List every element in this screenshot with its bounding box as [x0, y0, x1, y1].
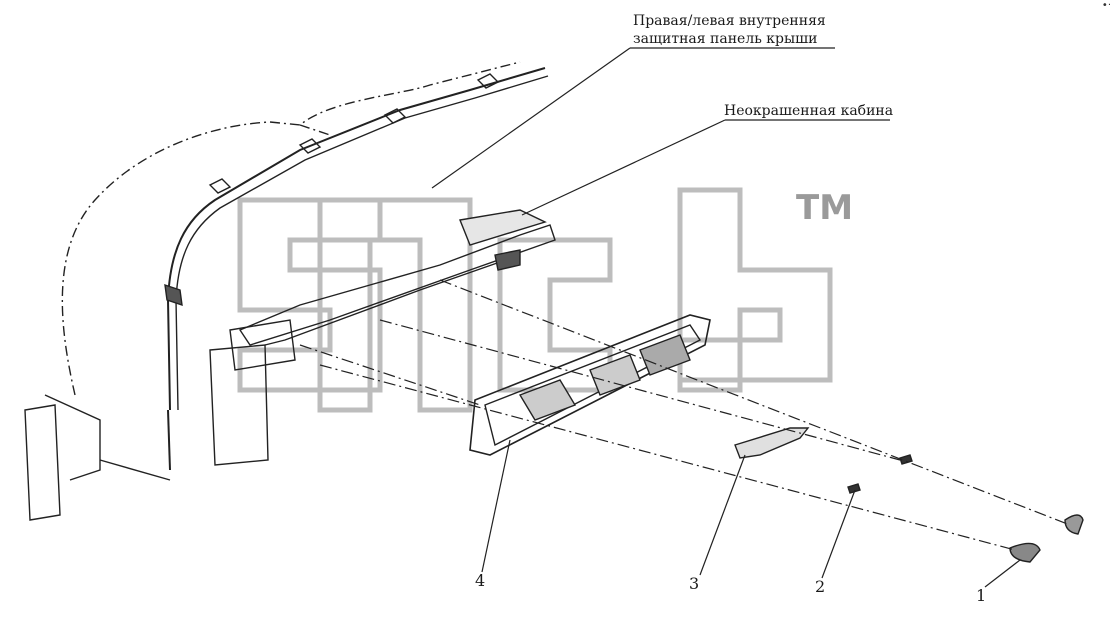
- console-panel: [469, 314, 711, 456]
- roof-inner-panel: [238, 224, 556, 346]
- corner-mark: •·: [1101, 0, 1111, 11]
- end-cap-upper: [1064, 514, 1084, 535]
- end-cap-lower: [1009, 542, 1041, 563]
- label-roof-panel-line2: защитная панель крыши: [633, 31, 818, 47]
- callout-4: 4: [475, 571, 486, 590]
- cab-outline: [61, 61, 521, 396]
- trademark-sign: TM: [796, 188, 854, 228]
- grab-handle: [734, 427, 810, 459]
- screw-upper: [899, 454, 913, 465]
- left-pillar: [24, 404, 61, 521]
- callout-3: 3: [689, 574, 700, 593]
- label-unpainted-cab: Неокрашенная кабина: [724, 103, 894, 119]
- label-roof-panel-line1: Правая/левая внутренняя: [633, 13, 826, 29]
- screw-lower: [847, 483, 861, 494]
- callout-2: 2: [815, 577, 826, 596]
- callout-1: 1: [976, 586, 987, 605]
